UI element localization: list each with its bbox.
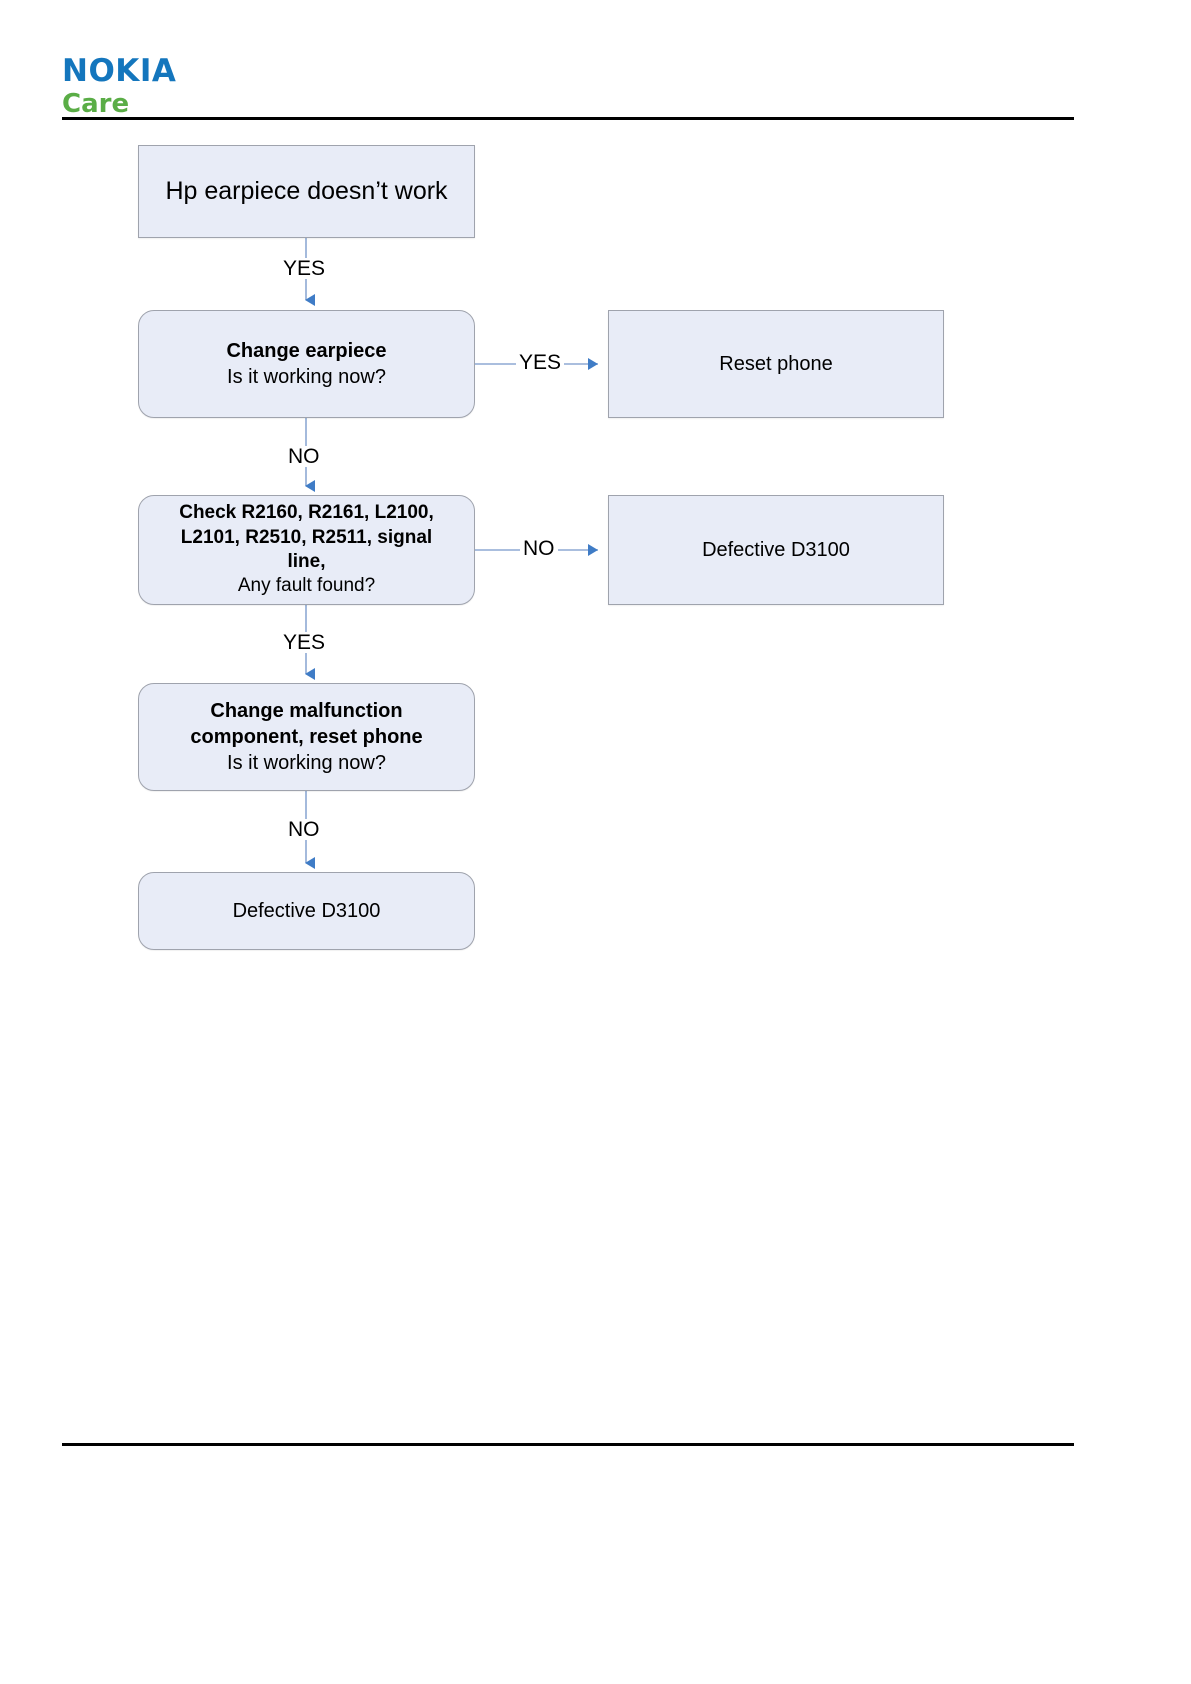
flow-node-defective-bottom-line-1: Defective D3100 <box>232 899 381 922</box>
flow-node-change-malfunction-line-2: component, reset phone <box>190 726 423 748</box>
flow-node-check-components-line-1: Check R2160, R2161, L2100, <box>179 502 434 524</box>
flow-node-start[interactable]: Hp earpiece doesn’t work <box>138 145 475 238</box>
flow-node-start-line-1: Hp earpiece doesn’t work <box>165 176 448 205</box>
flow-node-change-malfunction[interactable]: Change malfunction component, reset phon… <box>138 683 475 791</box>
header-divider <box>62 117 1074 120</box>
flow-node-defective-d3100-bottom[interactable]: Defective D3100 <box>138 872 475 950</box>
edge-label-no-defective-right: NO <box>520 538 558 559</box>
flow-node-change-earpiece[interactable]: Change earpiece Is it working now? <box>138 310 475 418</box>
edge-label-yes-reset-phone: YES <box>516 352 565 373</box>
flow-node-reset-phone[interactable]: Reset phone <box>608 310 944 418</box>
edge-label-yes-start: YES <box>280 258 329 279</box>
flow-node-change-malfunction-line-3: Is it working now? <box>227 752 386 774</box>
footer-divider <box>62 1443 1074 1446</box>
care-wordmark: Care <box>62 89 130 119</box>
flow-node-defective-right-line-1: Defective D3100 <box>702 538 850 561</box>
flow-node-change-earpiece-line-2: Is it working now? <box>227 366 386 388</box>
flow-node-check-components-line-2: L2101, R2510, R2511, signal <box>180 526 433 548</box>
flow-node-reset-phone-line-1: Reset phone <box>719 352 833 375</box>
nokia-wordmark: NOKIA <box>62 53 177 89</box>
flow-node-change-malfunction-line-1: Change malfunction <box>210 700 403 722</box>
flow-node-defective-d3100-right[interactable]: Defective D3100 <box>608 495 944 605</box>
flow-node-check-components[interactable]: Check R2160, R2161, L2100, L2101, R2510,… <box>138 495 475 605</box>
flow-node-change-earpiece-line-1: Change earpiece <box>226 339 387 362</box>
flow-node-check-components-line-3: line, <box>287 551 326 572</box>
flow-node-check-components-line-4: Any fault found? <box>237 575 376 597</box>
edge-label-no-check: NO <box>285 446 323 467</box>
nokia-care-logo: NOKIA Care <box>62 53 177 119</box>
edge-label-yes-change-malfunction: YES <box>280 632 329 653</box>
edge-label-no-defective-bottom: NO <box>285 819 323 840</box>
